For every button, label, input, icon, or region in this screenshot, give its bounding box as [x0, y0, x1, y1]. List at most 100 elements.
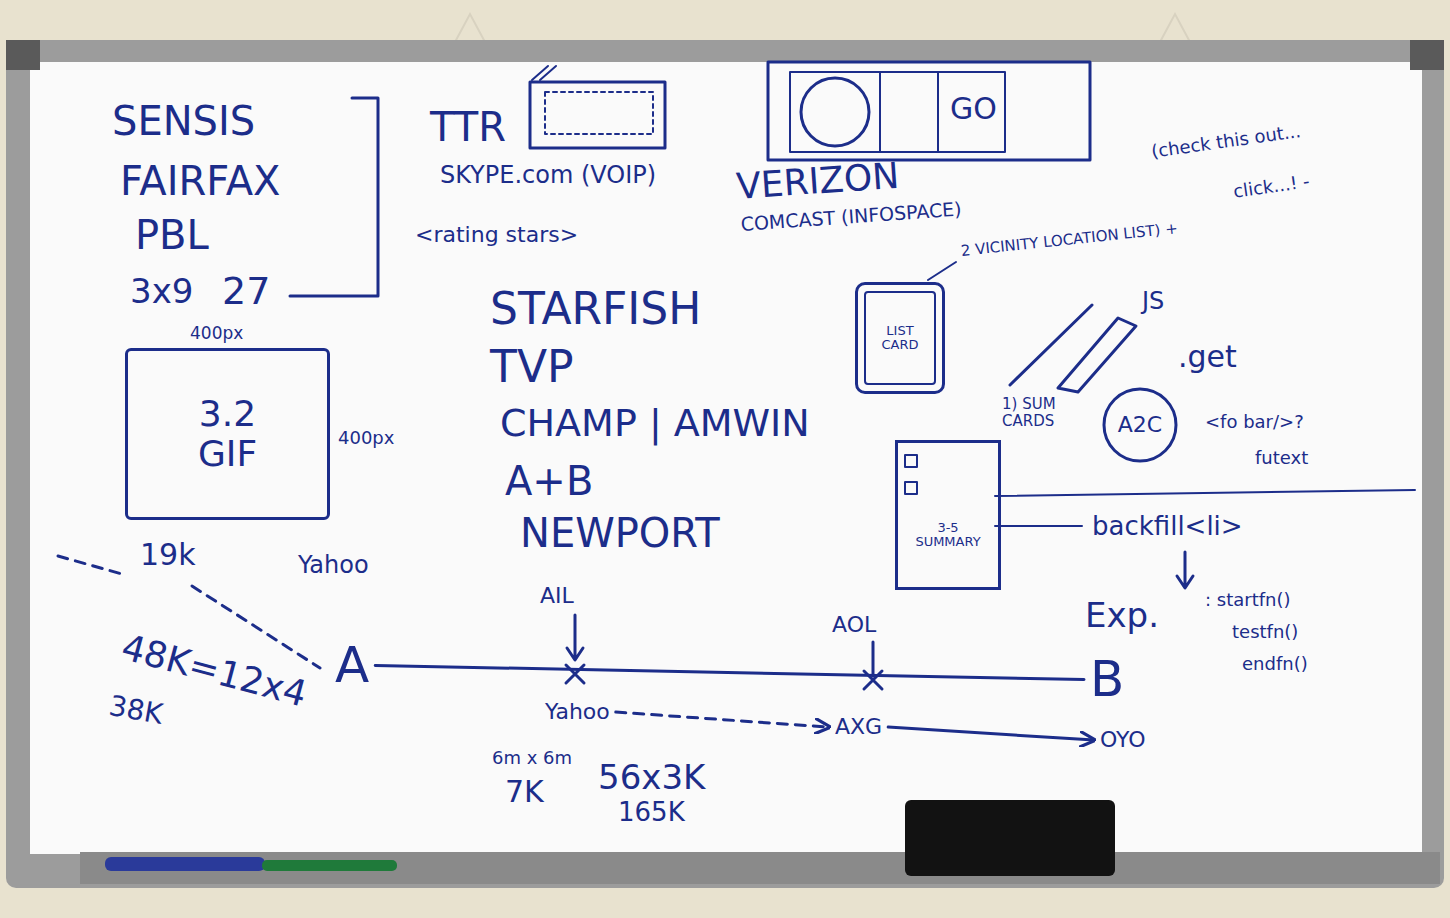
label-anchor: SKYPE.com (VOIP)	[440, 162, 656, 190]
label-anchor: 1) SUM CARDS	[1002, 396, 1074, 431]
bracket	[290, 98, 378, 296]
logo-circle	[801, 78, 869, 146]
label-anchor: STARFISH	[490, 284, 701, 335]
cross-bar	[1058, 318, 1136, 392]
node-text: 3-5 SUMMARY	[906, 521, 990, 550]
code-note: .get	[1178, 340, 1237, 375]
flow-connector	[888, 727, 1094, 740]
label-anchor: Exp.	[1085, 596, 1159, 635]
label-anchor: endfn()	[1242, 654, 1308, 675]
size-note: 19k	[140, 538, 196, 573]
code-note: endfn()	[1242, 654, 1308, 675]
cross-mark	[864, 671, 882, 689]
label-anchor: 7K	[505, 775, 544, 810]
client-name: NEWPORT	[520, 510, 720, 556]
size-note: 3x9	[130, 272, 193, 311]
size-note: 27	[222, 270, 270, 314]
client-name: PBL	[135, 212, 209, 258]
note-text: Yahoo	[298, 552, 369, 580]
board-eraser	[905, 800, 1115, 876]
route-note: AOL	[832, 612, 876, 637]
note-text: SKYPE.com (VOIP)	[440, 162, 656, 190]
label-anchor: 2 VICINITY LOCATION LIST) +	[960, 219, 1179, 260]
label-anchor: AIL	[540, 583, 574, 608]
label-anchor: PBL	[135, 212, 209, 258]
calculation-note: 56x3K	[598, 758, 705, 797]
label-anchor: FAIRFAX	[120, 158, 280, 204]
box-heading: 400px	[190, 324, 243, 343]
flow-connector	[375, 666, 1084, 680]
code-note: Exp.	[1085, 596, 1159, 635]
card-box: LIST CARD	[855, 282, 945, 394]
label-anchor: A+B	[505, 458, 593, 504]
node-text: Yahoo	[545, 700, 610, 724]
label-anchor: 38K	[106, 690, 165, 731]
divider-line	[880, 72, 938, 152]
size-note: 165K	[618, 798, 685, 828]
node-text: A2C	[1118, 413, 1162, 437]
note-text: (check this out...	[1150, 121, 1302, 162]
board-surface	[30, 62, 1422, 854]
hatch-mark	[532, 66, 556, 80]
cross-mark	[566, 665, 584, 683]
label-anchor: .get	[1178, 340, 1237, 375]
code-note: : startfn()	[1205, 590, 1291, 611]
size-note: 7K	[505, 775, 544, 810]
dimension-label: 400px	[338, 428, 394, 449]
code-note: backfill<li>	[1092, 512, 1243, 542]
node-text: LIST CARD	[872, 324, 928, 353]
node-text: 3.2 GIF	[178, 394, 278, 473]
route-stop: OYO	[1100, 728, 1146, 752]
label-anchor: GO	[950, 92, 997, 127]
pointer-line	[872, 642, 875, 676]
label-anchor: backfill<li>	[1092, 512, 1243, 542]
client-name: STARFISH	[490, 284, 701, 335]
label-anchor: : startfn()	[1205, 590, 1291, 611]
label-anchor: futext	[1255, 448, 1308, 469]
code-note: testfn()	[1232, 622, 1298, 643]
label-anchor: 165K	[618, 798, 685, 828]
circle-node: A2C	[1102, 387, 1178, 463]
label-anchor: TTR	[430, 104, 506, 150]
label-anchor: JS	[1142, 288, 1164, 316]
board-frame	[6, 40, 1444, 888]
route-stop: AXG	[835, 715, 882, 739]
leader-line	[928, 262, 956, 280]
marker-tray	[80, 852, 1440, 884]
label-anchor: 6m x 6m	[492, 748, 572, 769]
down-arrow	[567, 615, 583, 660]
label-anchor: 3x9	[130, 272, 193, 311]
size-note: 38K	[106, 690, 165, 731]
client-name: VERIZON	[735, 155, 900, 208]
label-anchor: (check this out...	[1150, 121, 1302, 162]
label-anchor: Yahoo	[298, 552, 369, 580]
client-name: SENSIS	[112, 98, 255, 144]
circle-outline	[1104, 389, 1176, 461]
checkbox-square	[905, 455, 917, 467]
down-arrow	[1177, 552, 1193, 588]
label-anchor: CHAMP | AMWIN	[500, 402, 810, 446]
label-anchor: click...! -	[1232, 171, 1311, 202]
ttr-sketch-inner	[545, 92, 653, 134]
label-anchor: TVP	[490, 342, 574, 393]
cross-stroke	[1010, 305, 1092, 385]
code-note: JS	[1142, 288, 1164, 316]
ttr-sketch	[530, 82, 665, 148]
label-anchor: 56x3K	[598, 758, 705, 797]
client-name: FAIRFAX	[120, 158, 280, 204]
label-anchor: NEWPORT	[520, 510, 720, 556]
point-letter: B	[1090, 652, 1124, 707]
label-anchor: <rating stars>	[415, 222, 578, 247]
node-text: AXG	[835, 715, 882, 739]
point-letter: A	[335, 638, 369, 693]
node-text: A	[335, 638, 369, 693]
label-anchor: 19k	[140, 538, 196, 573]
marker-pen	[105, 857, 265, 871]
note-text: 1) SUM CARDS	[1002, 396, 1074, 431]
node-text: OYO	[1100, 728, 1146, 752]
logo-text: GO	[950, 92, 997, 127]
marker-pen	[262, 860, 397, 871]
route-note: AIL	[540, 583, 574, 608]
